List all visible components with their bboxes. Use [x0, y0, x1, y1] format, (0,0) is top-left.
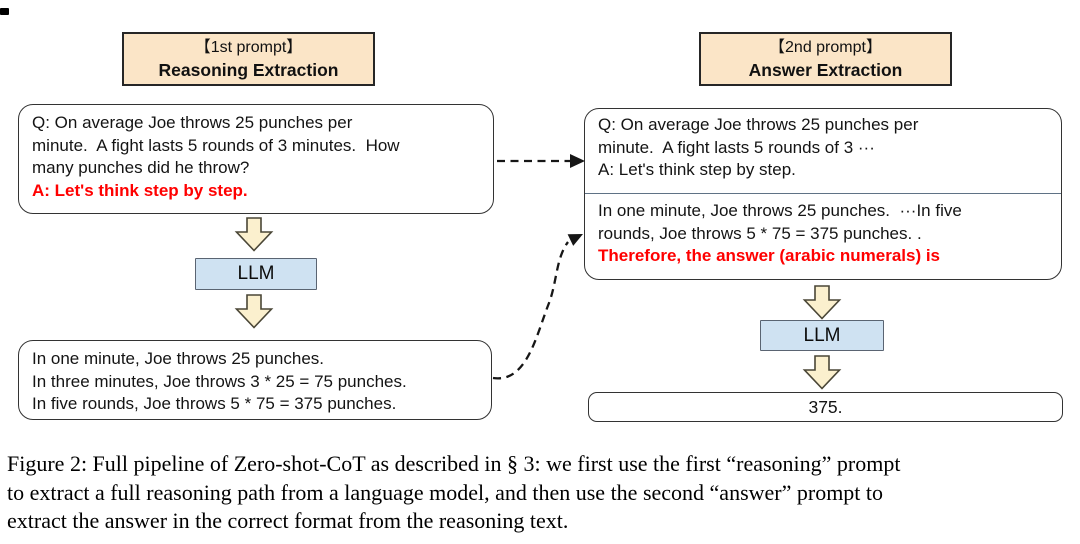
page-edge-mark	[0, 8, 9, 15]
first-prompt-header-line2: Reasoning Extraction	[158, 59, 339, 80]
first-prompt-header: 【1st prompt】 Reasoning Extraction	[122, 32, 375, 86]
reasoning-output-text: In one minute, Joe throws 25 punches. In…	[32, 349, 407, 413]
second-prompt-header-line2: Answer Extraction	[748, 59, 903, 80]
reasoning-output-box: In one minute, Joe throws 25 punches. In…	[18, 340, 492, 420]
answer-prompt-question-section: Q: On average Joe throws 25 punches per …	[598, 114, 1053, 182]
final-answer-box: 375.	[588, 392, 1063, 422]
figure-caption: Figure 2: Full pipeline of Zero-shot-CoT…	[7, 451, 901, 533]
section-divider	[585, 193, 1061, 194]
llm-box-left: LLM	[195, 258, 317, 290]
answer-prompt-reasoning-section: In one minute, Joe throws 25 punches. ··…	[598, 200, 1053, 268]
reasoning-prompt-box: Q: On average Joe throws 25 punches per …	[18, 104, 494, 214]
second-prompt-header-line1: 【2nd prompt】	[769, 38, 882, 56]
down-block-arrow-icon	[234, 294, 274, 330]
down-block-arrow-icon	[802, 355, 842, 391]
answer-prompt-question-text: Q: On average Joe throws 25 punches per …	[598, 115, 919, 179]
llm-label: LLM	[803, 324, 841, 346]
llm-box-right: LLM	[760, 320, 884, 351]
llm-label: LLM	[237, 263, 275, 284]
second-prompt-header: 【2nd prompt】 Answer Extraction	[699, 32, 952, 86]
cot-trigger-text: A: Let's think step by step.	[32, 180, 248, 200]
answer-prompt-box: Q: On average Joe throws 25 punches per …	[584, 108, 1062, 280]
dashed-arrow-icon	[492, 234, 583, 380]
down-block-arrow-icon	[802, 285, 842, 321]
down-block-arrow-icon	[234, 217, 274, 253]
final-answer-text: 375.	[808, 396, 843, 417]
dashed-arrow-icon	[497, 154, 585, 168]
reasoning-prompt-question-text: Q: On average Joe throws 25 punches per …	[32, 113, 400, 177]
first-prompt-header-line1: 【1st prompt】	[194, 38, 303, 56]
answer-prompt-reasoning-text: In one minute, Joe throws 25 punches. ··…	[598, 201, 962, 243]
answer-trigger-text: Therefore, the answer (arabic numerals) …	[598, 246, 941, 265]
